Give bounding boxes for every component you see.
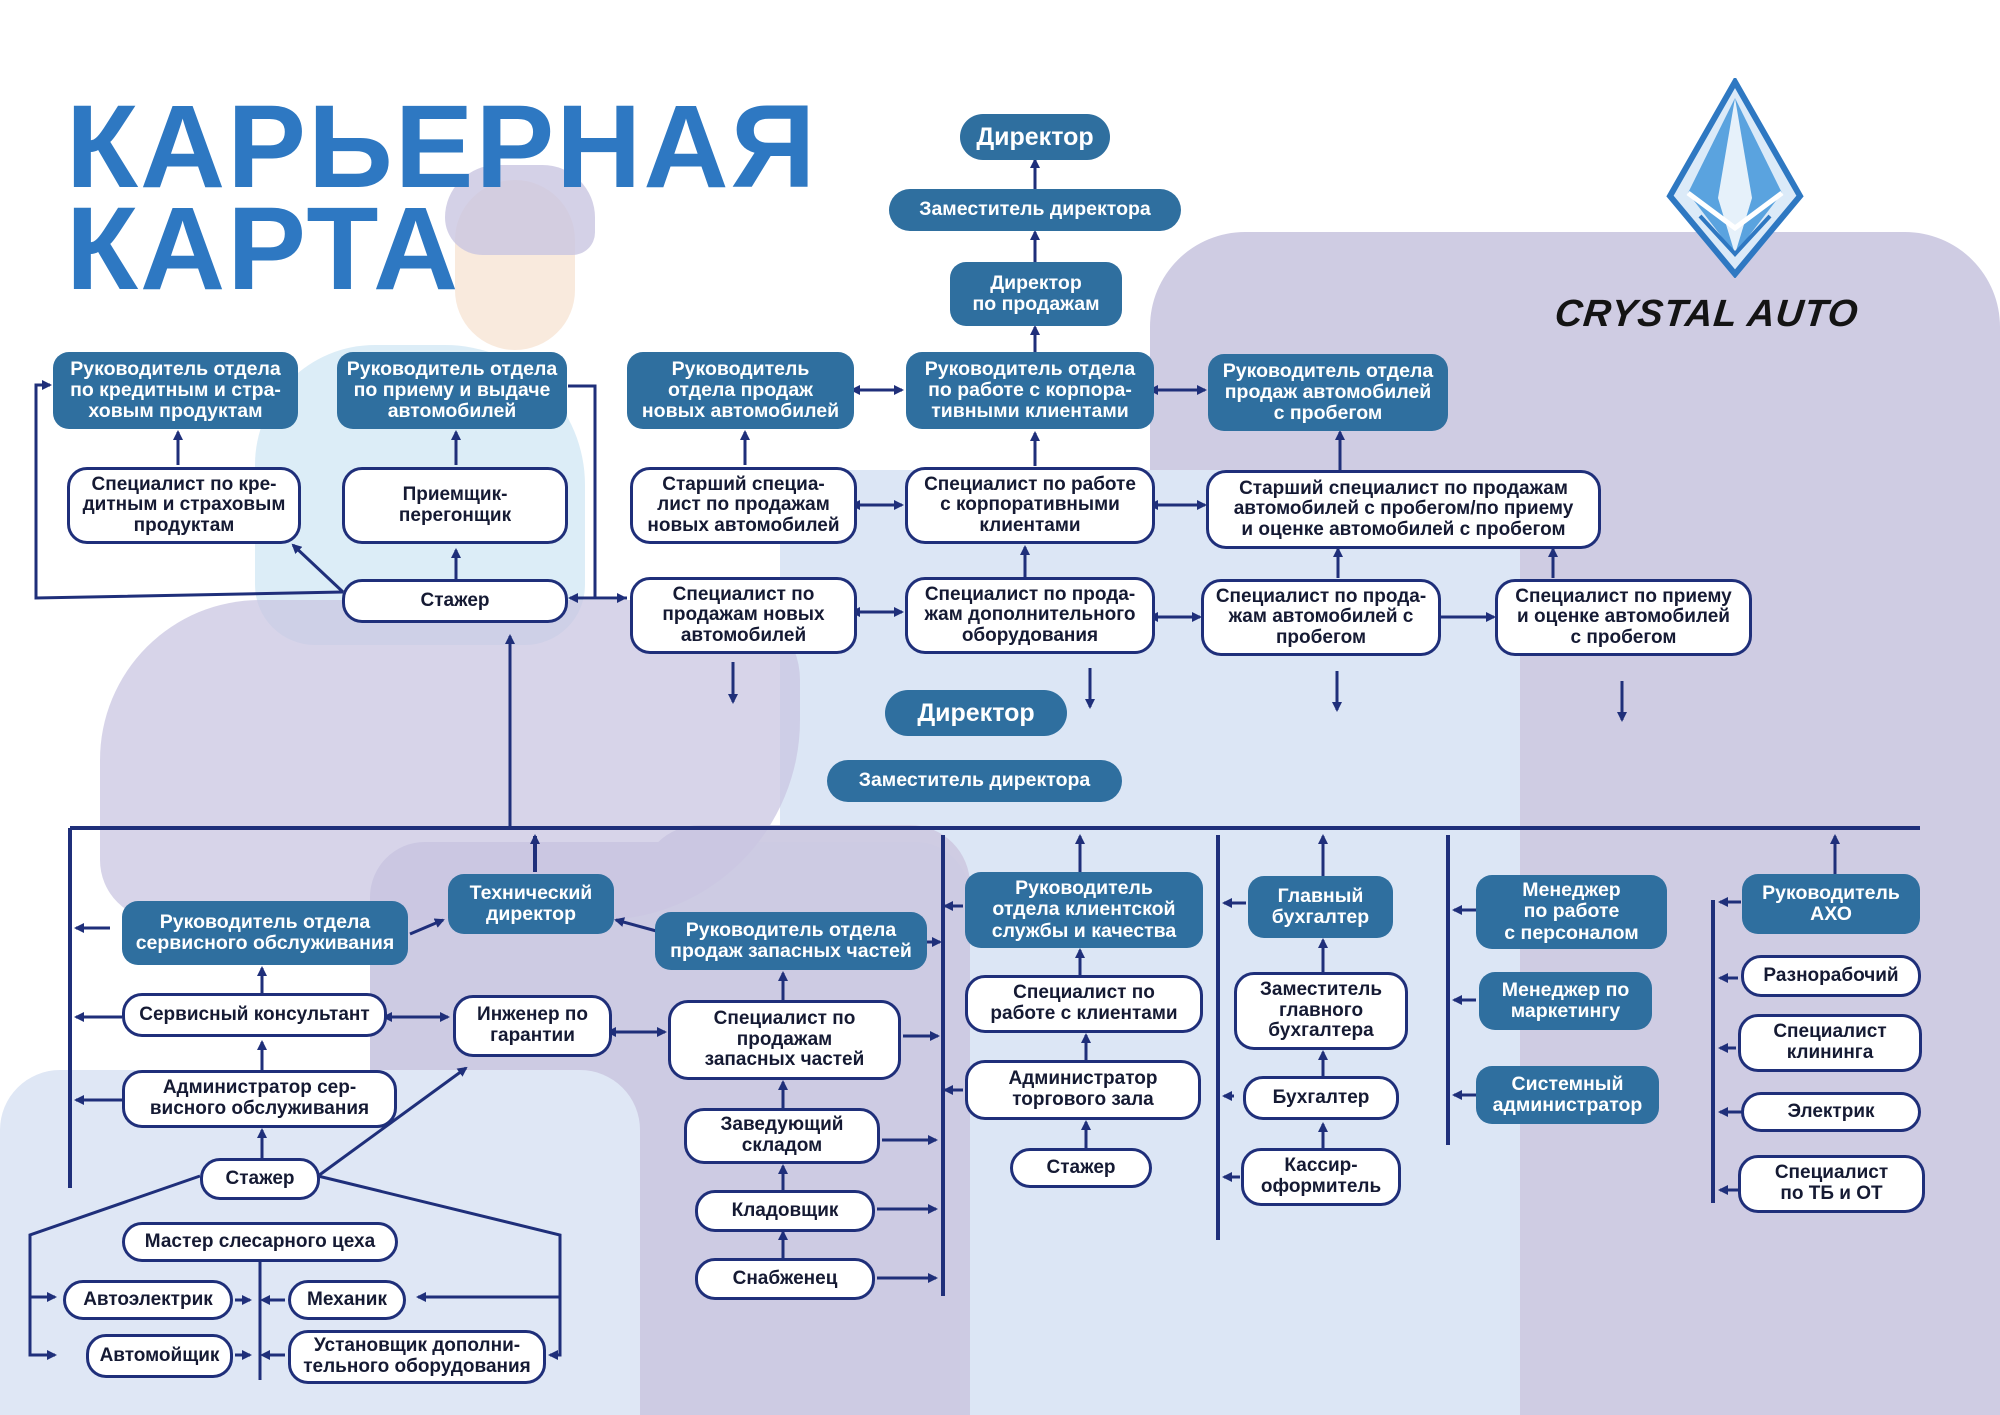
spec-new-car-sales[interactable]: Специалист по продажам новых автомобилей xyxy=(630,577,857,654)
head-corporate-clients[interactable]: Руководитель отдела по работе с корпора-… xyxy=(906,352,1154,429)
safety-specialist[interactable]: Специалист по ТБ и ОТ xyxy=(1738,1155,1925,1213)
brand-name: CRYSTAL AUTO xyxy=(1552,293,1861,335)
receiver-driver[interactable]: Приемщик- перегонщик xyxy=(342,467,568,544)
electrician[interactable]: Электрик xyxy=(1741,1092,1921,1132)
spec-corporate-clients[interactable]: Специалист по работе с корпоративными кл… xyxy=(905,467,1155,544)
client-intern[interactable]: Стажер xyxy=(1010,1148,1152,1188)
top-director[interactable]: Директор xyxy=(960,114,1110,160)
accountant[interactable]: Бухгалтер xyxy=(1243,1076,1399,1120)
bg-figure-hair xyxy=(445,165,595,255)
top-intern[interactable]: Стажер xyxy=(342,579,568,623)
spec-used-car-sales[interactable]: Специалист по прода- жам автомобилей с п… xyxy=(1201,579,1441,656)
equipment-installer[interactable]: Установщик дополни- тельного оборудовани… xyxy=(288,1330,546,1384)
spec-parts-sales[interactable]: Специалист по продажам запасных частей xyxy=(668,1000,901,1080)
marketing-manager[interactable]: Менеджер по маркетингу xyxy=(1479,972,1652,1030)
spec-credit-products[interactable]: Специалист по кре- дитным и страховым пр… xyxy=(67,467,301,544)
warehouse-manager[interactable]: Заведующий складом xyxy=(684,1108,880,1164)
cleaning-specialist[interactable]: Специалист клининга xyxy=(1738,1014,1922,1072)
top-deputy-director[interactable]: Заместитель директора xyxy=(889,189,1181,231)
page-title-line1: КАРЬЕРНАЯ xyxy=(66,81,818,213)
head-client-service[interactable]: Руководитель отдела клиентской службы и … xyxy=(965,872,1203,948)
locksmith-master[interactable]: Мастер слесарного цеха xyxy=(122,1222,398,1262)
mid-director[interactable]: Директор xyxy=(885,690,1067,736)
technical-director[interactable]: Технический директор xyxy=(448,874,614,934)
head-used-car-sales[interactable]: Руководитель отдела продаж автомобилей с… xyxy=(1208,354,1448,431)
deputy-chief-accountant[interactable]: Заместитель главного бухгалтера xyxy=(1234,972,1408,1050)
supplier[interactable]: Снабженец xyxy=(695,1258,875,1300)
laborer[interactable]: Разнорабочий xyxy=(1741,955,1921,997)
head-credit-products[interactable]: Руководитель отдела по кредитным и стра-… xyxy=(53,352,298,429)
head-service[interactable]: Руководитель отдела сервисного обслужива… xyxy=(122,901,408,965)
system-administrator[interactable]: Системный администратор xyxy=(1476,1066,1659,1124)
head-new-car-sales[interactable]: Руководитель отдела продаж новых автомоб… xyxy=(627,352,854,429)
head-reception-delivery[interactable]: Руководитель отдела по приему и выдаче а… xyxy=(337,352,567,429)
spec-equipment-sales[interactable]: Специалист по прода- жам дополнительного… xyxy=(905,577,1155,654)
service-intern[interactable]: Стажер xyxy=(200,1158,320,1200)
page-title-line2: КАРТА xyxy=(66,183,461,315)
warranty-engineer[interactable]: Инженер по гарантии xyxy=(453,995,612,1057)
cashier[interactable]: Кассир- оформитель xyxy=(1241,1148,1401,1206)
hr-manager[interactable]: Менеджер по работе с персоналом xyxy=(1476,875,1667,949)
head-parts-sales[interactable]: Руководитель отдела продаж запасных част… xyxy=(655,912,927,970)
senior-spec-used-cars[interactable]: Старший специалист по продажам автомобил… xyxy=(1206,470,1601,549)
spec-client-service[interactable]: Специалист по работе с клиентами xyxy=(965,975,1203,1033)
head-aho[interactable]: Руководитель АХО xyxy=(1742,874,1920,934)
top-sales-director[interactable]: Директор по продажам xyxy=(950,262,1122,326)
chief-accountant[interactable]: Главный бухгалтер xyxy=(1248,876,1393,938)
sales-floor-admin[interactable]: Администратор торгового зала xyxy=(965,1060,1201,1120)
service-consultant[interactable]: Сервисный консультант xyxy=(122,993,387,1037)
spec-used-car-appraisal[interactable]: Специалист по приему и оценке автомобиле… xyxy=(1495,579,1752,656)
mid-deputy-director[interactable]: Заместитель директора xyxy=(827,760,1122,802)
storekeeper[interactable]: Кладовщик xyxy=(695,1190,875,1232)
mechanic[interactable]: Механик xyxy=(288,1280,406,1320)
crystal-logo-icon xyxy=(1666,78,1804,278)
senior-spec-new-cars[interactable]: Старший специа- лист по продажам новых а… xyxy=(630,467,857,544)
service-admin[interactable]: Администратор сер- висного обслуживания xyxy=(122,1070,397,1128)
car-washer[interactable]: Автомойщик xyxy=(86,1334,233,1378)
auto-electrician[interactable]: Автоэлектрик xyxy=(63,1280,233,1320)
